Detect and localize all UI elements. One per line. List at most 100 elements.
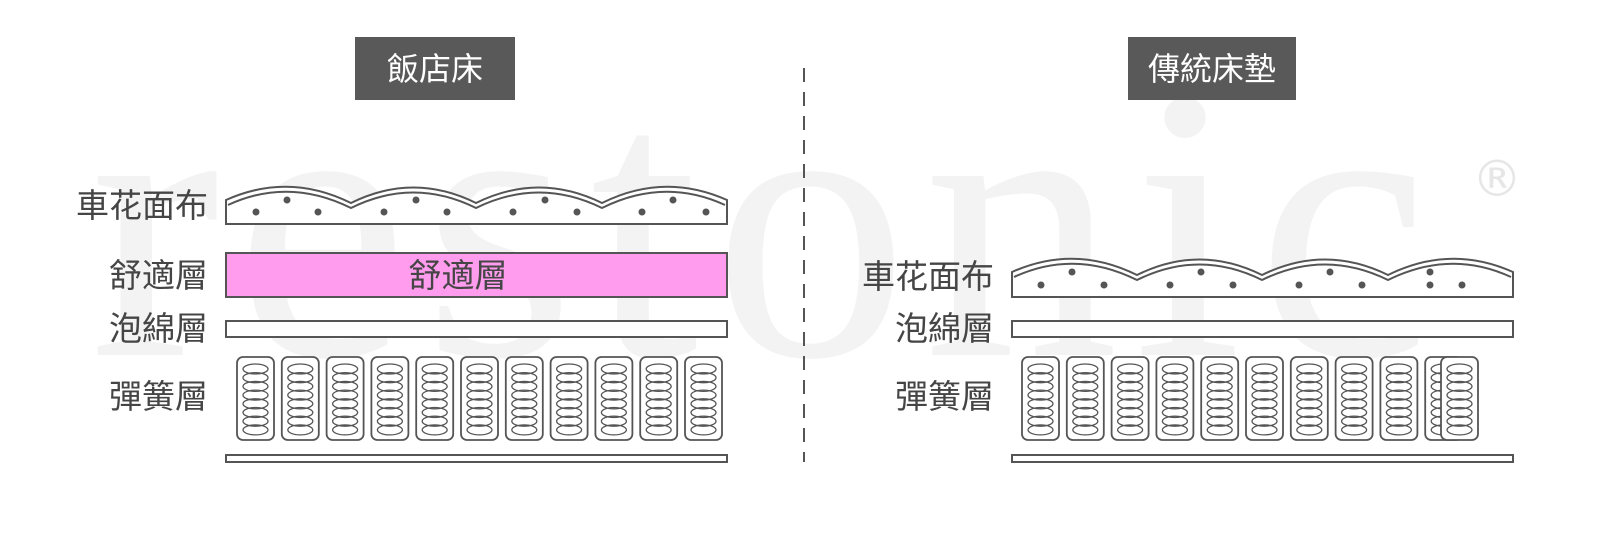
spring-pocket xyxy=(460,356,499,441)
spring-coil-ring xyxy=(287,406,314,419)
right-spring-layer xyxy=(1021,356,1479,441)
spring-coil-ring xyxy=(1116,363,1144,375)
quilt-dot xyxy=(443,208,451,216)
spring-coil-ring xyxy=(287,372,314,384)
spring-coil-ring xyxy=(1072,372,1099,384)
right-title-box: 傳統床墊 xyxy=(1128,37,1296,100)
quilt-dot xyxy=(1426,268,1434,276)
quilt-dot xyxy=(1068,268,1076,276)
left-base-layer xyxy=(225,454,728,463)
spring-coil-ring xyxy=(645,406,672,419)
spring-coil-ring xyxy=(1251,389,1278,401)
spring-coil-ring xyxy=(1446,363,1473,375)
right-base-layer xyxy=(1011,454,1514,463)
spring-coil-ring xyxy=(1072,415,1099,427)
quilt-dot xyxy=(412,196,420,204)
spring-coil-ring xyxy=(1161,415,1189,427)
spring-coil-ring xyxy=(242,424,269,436)
spring-coil-ring xyxy=(1027,406,1054,419)
spring-coil-ring xyxy=(1251,372,1278,384)
left-cover-inner-line xyxy=(227,190,726,210)
spring-coil-ring xyxy=(555,380,583,393)
spring-pocket xyxy=(684,356,723,441)
spring-coil-ring xyxy=(1206,424,1233,436)
left-comfort-layer-text: 舒適層 xyxy=(409,256,508,295)
quilt-dot xyxy=(1100,281,1108,289)
spring-pocket xyxy=(639,356,679,441)
spring-coil-ring xyxy=(242,415,269,427)
spring-pocket xyxy=(1065,356,1105,441)
left-cover-outline xyxy=(225,185,728,225)
spring-coil-ring xyxy=(690,363,717,375)
spring-coil-ring xyxy=(376,389,404,401)
spring-pocket xyxy=(1440,356,1479,441)
quilt-dot xyxy=(1458,281,1466,289)
spring-coil-ring xyxy=(1072,398,1099,410)
spring-coil-ring xyxy=(1161,363,1189,375)
spring-coil-ring xyxy=(645,415,672,427)
spring-coil-ring xyxy=(287,415,314,427)
left-label-foam: 泡綿層 xyxy=(109,309,208,348)
spring-coil-ring xyxy=(1251,406,1278,419)
spring-coil-ring xyxy=(331,398,359,410)
left-label-cover: 車花面布 xyxy=(76,186,208,225)
spring-pocket xyxy=(1155,356,1195,441)
spring-coil-ring xyxy=(1072,424,1099,436)
spring-coil-ring xyxy=(511,398,538,410)
spring-coil-ring xyxy=(555,363,583,375)
spring-coil-ring xyxy=(331,424,359,436)
spring-coil-ring xyxy=(1296,398,1323,410)
right-cover-inner-line xyxy=(1013,262,1512,282)
quilt-dot xyxy=(1037,281,1045,289)
spring-coil-ring xyxy=(287,380,314,393)
spring-coil-ring xyxy=(1340,372,1368,384)
spring-coil-ring xyxy=(466,363,493,375)
spring-coil-ring xyxy=(1446,398,1473,410)
spring-coil-ring xyxy=(466,398,493,410)
right-foam-layer xyxy=(1011,320,1514,338)
spring-pocket xyxy=(1245,356,1284,441)
spring-coil-ring xyxy=(511,406,538,419)
spring-coil-ring xyxy=(1446,389,1473,401)
right-label-spring: 彈簧層 xyxy=(895,377,994,416)
spring-pocket xyxy=(415,356,455,441)
spring-coil-ring xyxy=(1161,372,1189,384)
spring-pocket xyxy=(1379,356,1419,441)
spring-coil-ring xyxy=(511,389,538,401)
spring-coil-ring xyxy=(331,415,359,427)
spring-coil-ring xyxy=(1072,380,1099,393)
spring-coil-ring xyxy=(287,424,314,436)
spring-coil-ring xyxy=(1296,363,1323,375)
quilt-dot xyxy=(1426,281,1434,289)
spring-coil-ring xyxy=(511,424,538,436)
spring-coil-ring xyxy=(1385,389,1413,401)
left-mattress-stack: 車花面布 舒適層 泡綿層 彈簧層 舒適層 xyxy=(76,185,728,463)
right-quilted-cover xyxy=(1011,257,1514,298)
spring-coil-ring xyxy=(421,415,448,427)
spring-pocket xyxy=(1334,356,1374,441)
spring-coil-ring xyxy=(1385,398,1413,410)
spring-coil-ring xyxy=(1385,406,1413,419)
spring-coil-ring xyxy=(376,424,404,436)
spring-coil-ring xyxy=(645,372,672,384)
spring-coil-ring xyxy=(1116,424,1144,436)
spring-coil-ring xyxy=(466,424,493,436)
spring-coil-ring xyxy=(1340,363,1368,375)
quilt-dot xyxy=(669,196,677,204)
spring-coil-ring xyxy=(466,389,493,401)
quilt-dot xyxy=(1295,281,1303,289)
spring-coil-ring xyxy=(1206,372,1233,384)
spring-pocket xyxy=(236,356,275,441)
spring-coil-ring xyxy=(287,389,314,401)
spring-coil-ring xyxy=(1385,380,1413,393)
spring-coil-ring xyxy=(690,389,717,401)
spring-coil-ring xyxy=(1116,380,1144,393)
spring-pocket xyxy=(1021,356,1060,441)
right-label-cover: 車花面布 xyxy=(862,257,994,296)
right-cover-outline xyxy=(1011,257,1514,298)
spring-coil-ring xyxy=(331,372,359,384)
spring-coil-ring xyxy=(555,389,583,401)
spring-coil-ring xyxy=(1027,372,1054,384)
spring-coil-ring xyxy=(242,389,269,401)
spring-coil-ring xyxy=(645,424,672,436)
